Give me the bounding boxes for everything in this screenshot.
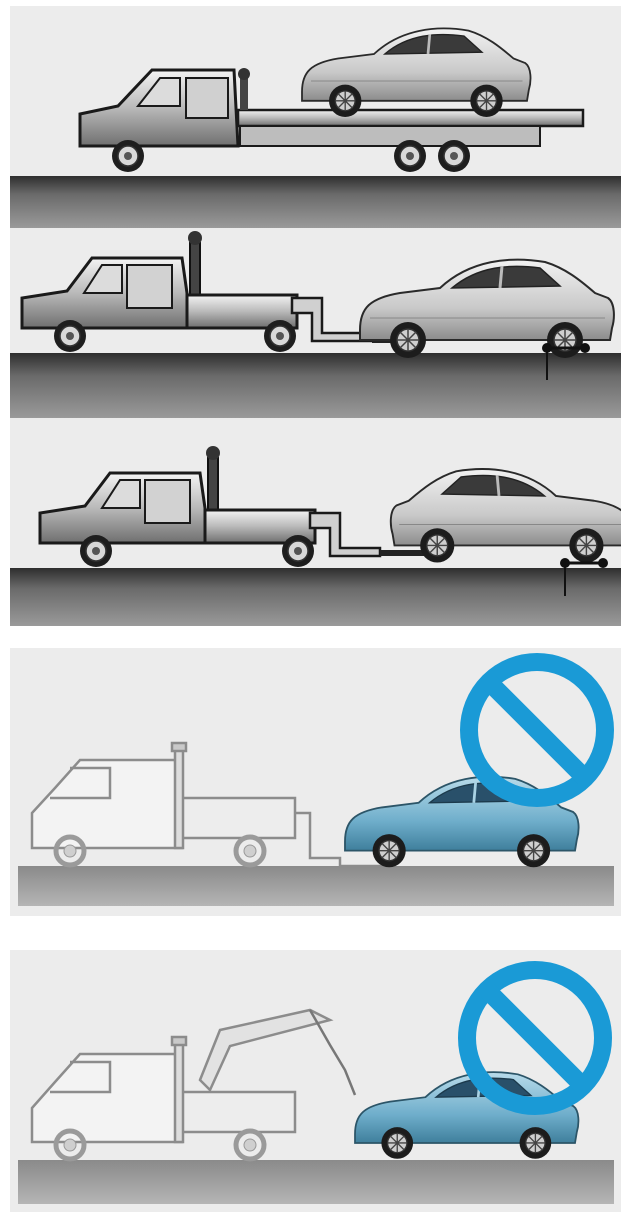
prohibited-sling-tow-panel — [10, 950, 621, 1212]
wheel-lift-dolly-front-panel — [10, 418, 621, 626]
prohibited-wheel-lift-panel — [10, 648, 621, 916]
flatbed-tow-panel — [10, 6, 621, 228]
wheel-lift-dolly-rear-panel — [10, 228, 621, 418]
